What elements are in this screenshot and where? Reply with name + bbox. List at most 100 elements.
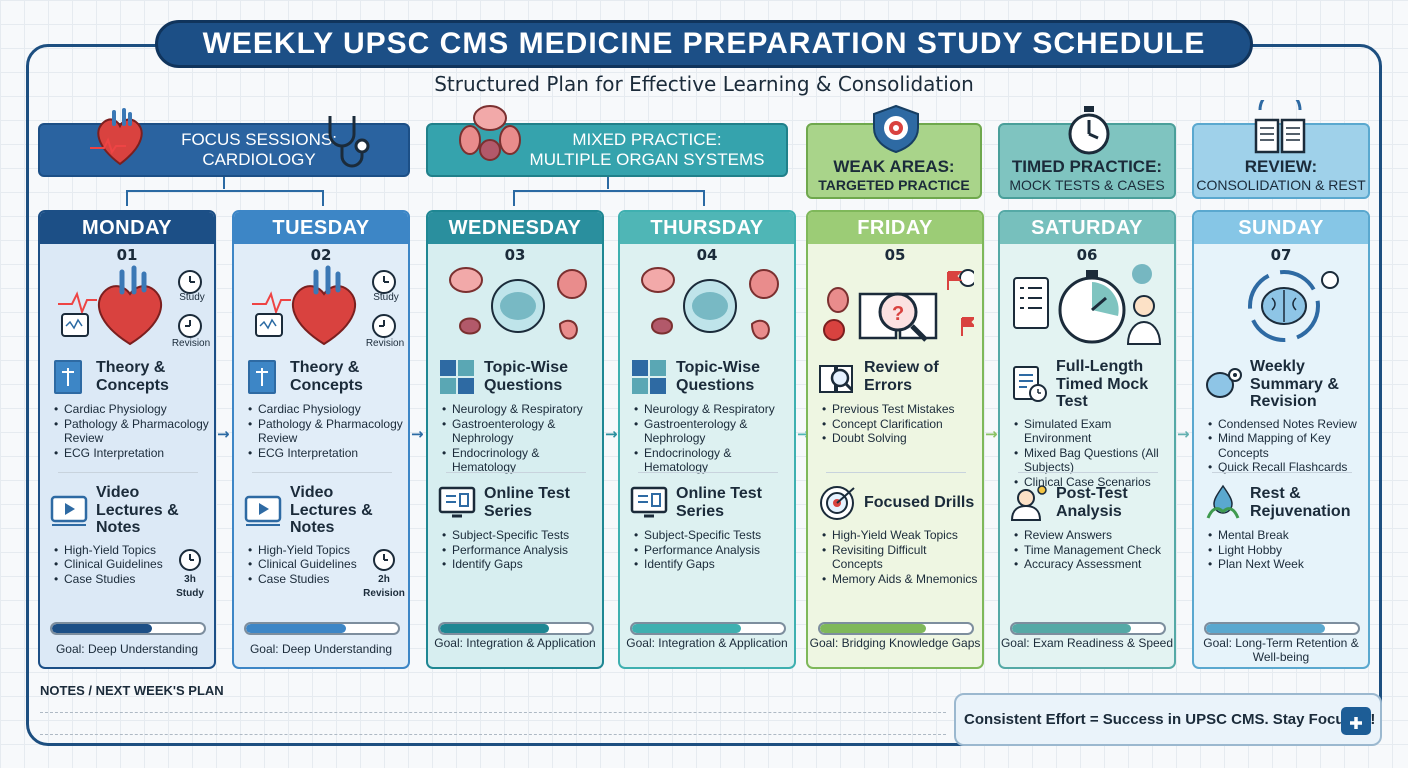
list-item: Identify Gaps: [634, 557, 790, 572]
section-primary: Weekly Summary & Revision Condensed Note…: [1204, 358, 1364, 475]
doctor-idea-icon: [1010, 485, 1047, 521]
section-title: Post-Test Analysis: [1056, 485, 1128, 520]
list-item: Mixed Bag Questions (All Subjects): [1014, 446, 1170, 475]
progress-bar: [1010, 622, 1166, 635]
list-item: Case Studies: [248, 572, 404, 587]
section-divider: [1018, 472, 1158, 473]
timer-icon: [373, 549, 395, 571]
brain-cycle-icon: [1248, 270, 1339, 342]
section-primary: Topic-Wise Questions Neurology & Respira…: [630, 358, 790, 475]
list-item: Subject-Specific Tests: [634, 528, 790, 543]
stethoscope-icon: [328, 116, 370, 168]
list-item: ECG Interpretation: [248, 446, 404, 461]
duration-type: Revision: [363, 588, 405, 599]
section-divider: [638, 472, 778, 473]
list-item: Clinical Guidelines: [248, 557, 404, 572]
list-item: Neurology & Respiratory: [634, 402, 790, 417]
list-item: Gastroenterology & Nephrology: [634, 417, 790, 446]
list-item: Doubt Solving: [822, 431, 978, 446]
stopwatch-icon: [1068, 106, 1110, 155]
focus-group-weak-areas: WEAK AREAS: TARGETED PRACTICE: [806, 123, 982, 199]
list-item: Revisiting Difficult Concepts: [822, 543, 978, 572]
list-item: Identify Gaps: [442, 557, 598, 572]
section-secondary: Video Lectures & Notes High-Yield Topics…: [244, 484, 404, 586]
goal-text: Goal: Integration & Application: [434, 636, 596, 650]
list-item: Quick Recall Flashcards: [1208, 460, 1364, 475]
duration-type: Study: [176, 588, 204, 599]
list-item: Gastroenterology & Nephrology: [442, 417, 598, 446]
book-icon: [1254, 100, 1306, 154]
section-primary: Review of Errors Previous Test MistakesC…: [818, 358, 978, 446]
day-card-sunday: SUNDAY 07 Weekly Summary & Revision Cond…: [1192, 210, 1370, 669]
day-header: SUNDAY: [1194, 212, 1368, 244]
goal-text: Goal: Bridging Knowledge Gaps: [809, 636, 981, 650]
list-item: Review Answers: [1014, 528, 1170, 543]
progress-bar: [818, 622, 974, 635]
list-item: Clinical Guidelines: [54, 557, 210, 572]
section-title: Topic-Wise Questions: [676, 359, 761, 394]
notes-line: [40, 712, 946, 713]
book-search-icon: [819, 365, 854, 393]
next-day-arrow: →: [411, 425, 424, 443]
list-item: Mental Break: [1208, 528, 1364, 543]
list-item: Case Studies: [54, 572, 210, 587]
connector: [223, 177, 225, 189]
section-title: Weekly Summary & Revision: [1250, 358, 1339, 411]
section-title: Video Lectures & Notes: [290, 484, 373, 537]
checklist-clock-icon: [1013, 366, 1047, 403]
timer-icon: [179, 549, 201, 571]
section-divider: [1212, 472, 1352, 473]
list-item: Condensed Notes Review: [1208, 417, 1364, 432]
heart-icon: [90, 108, 143, 166]
day-card-tuesday: TUESDAY 02 Study Revision Theory & Conce…: [232, 210, 410, 669]
goal-text: Goal: Integration & Application: [626, 636, 788, 650]
motto-banner: Consistent Effort = Success in UPSC CMS.…: [954, 693, 1382, 746]
leaf-drop-icon: [1206, 484, 1240, 519]
list-item: Plan Next Week: [1208, 557, 1364, 572]
focus-group-title: TIMED PRACTICE:: [1011, 157, 1163, 176]
day-number: 05: [884, 246, 906, 264]
section-divider: [252, 472, 392, 473]
next-day-arrow: →: [1177, 425, 1190, 443]
section-primary: Theory & Concepts Cardiac PhysiologyPath…: [244, 358, 404, 460]
computer-test-icon: [438, 486, 476, 518]
list-item: Cardiac Physiology: [54, 402, 210, 417]
day-number: 01: [116, 246, 138, 264]
section-title: Review of Errors: [864, 359, 939, 394]
section-primary: Topic-Wise Questions Neurology & Respira…: [438, 358, 598, 475]
list-item: Time Management Check: [1014, 543, 1170, 558]
progress-bar: [244, 622, 400, 635]
day-header: TUESDAY: [234, 212, 408, 244]
organs-icon: [641, 267, 779, 340]
list-item: Endocrinology & Hematology: [634, 446, 790, 475]
list-item: Subject-Specific Tests: [442, 528, 598, 543]
focus-group-subtitle: MULTIPLE ORGAN SYSTEMS: [529, 150, 765, 169]
section-title: Theory & Concepts: [96, 359, 169, 394]
progress-fill: [246, 624, 347, 633]
day-number: 06: [1076, 246, 1098, 264]
next-day-arrow: →: [985, 425, 998, 443]
section-primary: Full-Length Timed Mock Test Simulated Ex…: [1010, 358, 1170, 489]
computer-test-icon: [630, 486, 668, 518]
day-card-monday: MONDAY 01 Study Revision Theory & Concep…: [38, 210, 216, 669]
notes-line: [40, 734, 946, 735]
list-item: Memory Aids & Mnemonics: [822, 572, 978, 587]
connector: [607, 177, 609, 189]
focus-group-title: REVIEW:: [1244, 157, 1318, 176]
focus-group-subtitle: TARGETED PRACTICE: [818, 177, 970, 193]
progress-fill: [1206, 624, 1325, 633]
list-item: Simulated Exam Environment: [1014, 417, 1170, 446]
list-item: Performance Analysis: [634, 543, 790, 558]
section-secondary: Video Lectures & Notes High-Yield Topics…: [50, 484, 210, 586]
list-item: Accuracy Assessment: [1014, 557, 1170, 572]
day-number: 02: [310, 246, 332, 264]
section-secondary: Online Test Series Subject-Specific Test…: [438, 484, 598, 572]
stopwatch-doctor-icon: [1013, 264, 1162, 345]
medical-book-icon: [248, 360, 276, 394]
section-secondary: Online Test Series Subject-Specific Test…: [630, 484, 790, 572]
study-label: Study: [179, 292, 205, 303]
section-title: Focused Drills: [864, 494, 975, 512]
target-shield-icon: [873, 104, 919, 154]
section-title: Online Test Series: [676, 485, 762, 520]
day-card-thursday: THURSDAY 04 Topic-Wise Questions Neurolo…: [618, 210, 796, 669]
